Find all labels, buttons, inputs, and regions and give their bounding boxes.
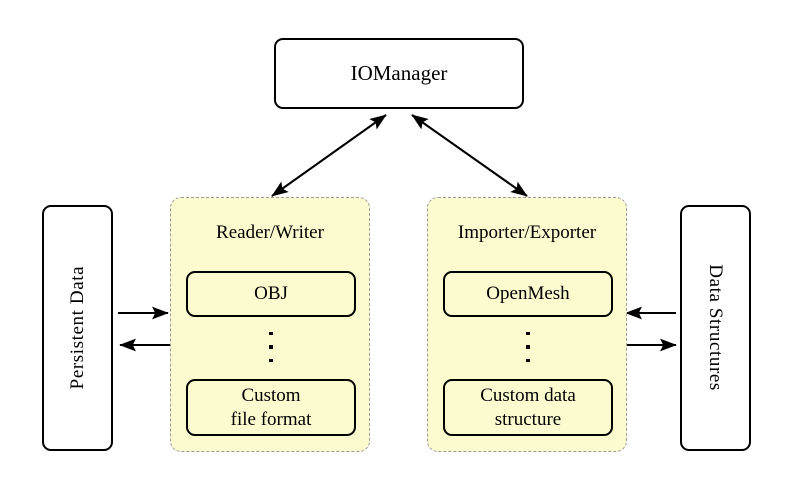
node-persistent-data[interactable]: Persistent Data bbox=[42, 205, 113, 451]
node-obj[interactable]: OBJ bbox=[186, 271, 356, 317]
panel-reader-writer-title: Reader/Writer bbox=[216, 222, 324, 243]
arrow-manager-readerwriter bbox=[271, 114, 387, 197]
node-custom-file-format-label-line1: Custom bbox=[241, 385, 301, 407]
node-iomanager[interactable]: IOManager bbox=[274, 38, 524, 109]
panel-importer-exporter-title: Importer/Exporter bbox=[457, 222, 597, 243]
node-data-structures[interactable]: Data Structures bbox=[680, 205, 751, 451]
node-openmesh-label: OpenMesh bbox=[486, 283, 570, 305]
node-custom-data-structure-label-line1: Custom data bbox=[480, 385, 576, 407]
node-openmesh[interactable]: OpenMesh bbox=[443, 271, 613, 317]
node-obj-label: OBJ bbox=[254, 283, 288, 305]
ellipsis-icon-reader-writer bbox=[266, 332, 276, 362]
arrow-manager-importerexporter bbox=[411, 114, 528, 197]
node-custom-data-structure[interactable]: Custom data structure bbox=[443, 379, 613, 436]
node-custom-data-structure-label-line2: structure bbox=[494, 408, 562, 430]
panel-reader-writer: Reader/Writer OBJ Custom file format bbox=[170, 197, 370, 452]
panel-importer-exporter: Importer/Exporter OpenMesh Custom data s… bbox=[427, 197, 627, 452]
node-custom-file-format-label-line2: file format bbox=[230, 408, 312, 430]
persistent-data-label: Persistent Data bbox=[66, 266, 88, 390]
node-custom-file-format[interactable]: Custom file format bbox=[186, 379, 356, 436]
data-structures-label: Data Structures bbox=[705, 264, 727, 392]
iomanager-label: IOManager bbox=[350, 60, 448, 85]
ellipsis-icon-importer-exporter bbox=[523, 332, 533, 362]
